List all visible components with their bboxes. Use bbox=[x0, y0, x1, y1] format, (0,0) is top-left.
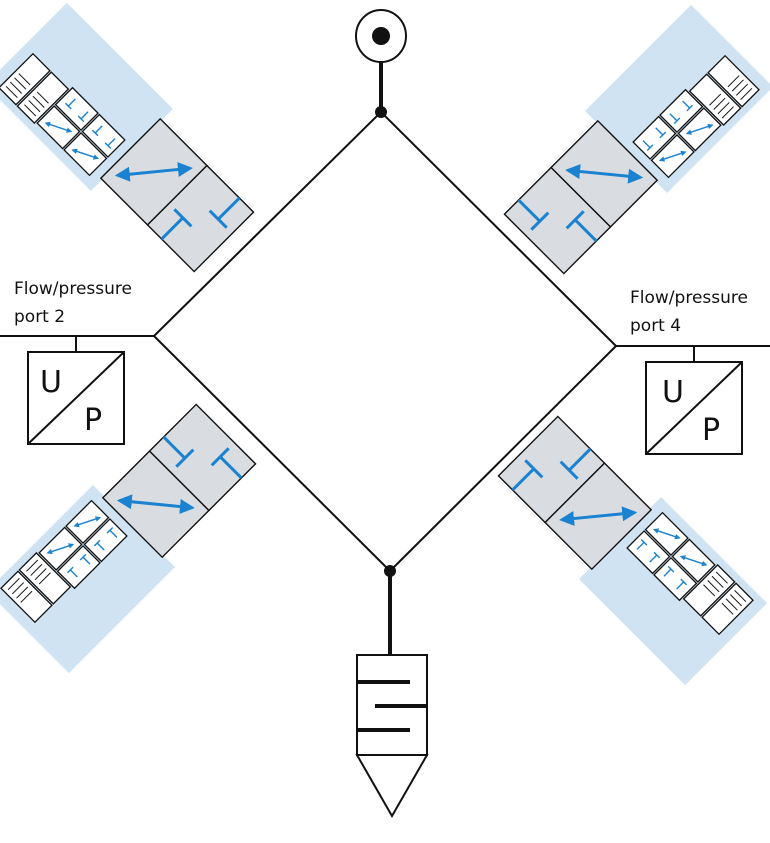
exhaust-silencer-icon bbox=[355, 654, 429, 819]
junction-bottom bbox=[384, 565, 396, 577]
valve-icon-top-right bbox=[493, 5, 770, 285]
port2-label-line1: Flow/pressure bbox=[14, 279, 132, 299]
transducer-left-u: U bbox=[40, 365, 62, 400]
bridge-lines bbox=[0, 62, 770, 655]
supply-port-icon bbox=[355, 9, 407, 63]
port4-label-line2: port 4 bbox=[630, 316, 681, 336]
transducer-right-u: U bbox=[662, 375, 684, 410]
transducer-icon-left: U P bbox=[27, 351, 125, 445]
transducer-icon-right: U P bbox=[645, 361, 743, 455]
transducer-right-p: P bbox=[702, 413, 720, 448]
valve-icon-top-left bbox=[0, 3, 265, 283]
transducer-left-p: P bbox=[84, 403, 102, 438]
junction-top bbox=[375, 106, 387, 118]
port4-label-line1: Flow/pressure bbox=[630, 288, 748, 308]
port2-label-line2: port 2 bbox=[14, 307, 65, 327]
